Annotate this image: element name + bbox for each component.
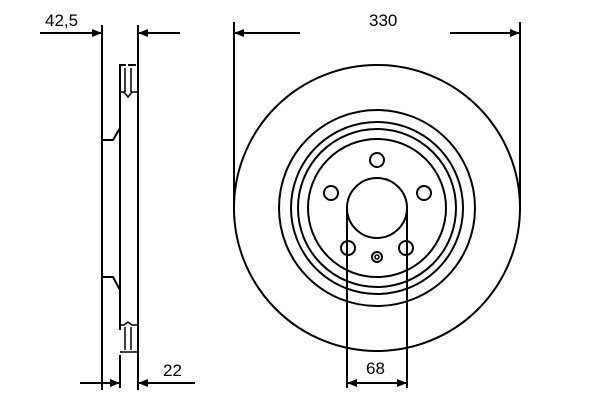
front-view	[233, 22, 521, 388]
dimension-center-bore-label: 68	[366, 359, 385, 378]
dimension-height-label: 42,5	[45, 11, 79, 30]
dimension-thickness-label: 22	[163, 361, 182, 380]
dimension-arrows-front	[234, 29, 520, 387]
dimension-outer-diameter-label: 330	[369, 11, 398, 30]
side-view	[101, 25, 139, 390]
dimension-arrows-side	[40, 29, 195, 387]
